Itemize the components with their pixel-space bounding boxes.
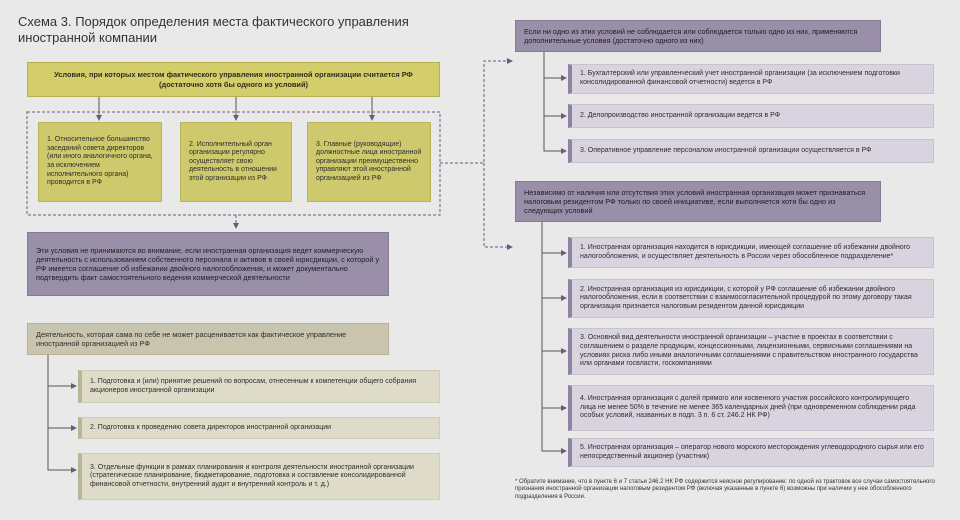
condition-box-3: 3. Главные (руководящие) должностные лиц…: [307, 122, 431, 202]
additional-item-1: 1. Бухгалтерский или управленческий учет…: [568, 64, 934, 94]
condition-text-1: 1. Относительное большинство заседаний с…: [47, 136, 153, 187]
initiative-header-box: Независимо от наличия или отсутствия эти…: [515, 181, 881, 222]
initiative-item-text-5: 5. Иностранная организация – оператор но…: [580, 443, 924, 460]
additional-header-box: Если ни одно из этих условий не соблюдае…: [515, 20, 881, 52]
diagram-title: Схема 3. Порядок определения места факти…: [18, 14, 409, 45]
condition-text-2: 2. Исполнительный орган организации регу…: [189, 140, 277, 182]
additional-item-2: 2. Делопроизводство иностранной организа…: [568, 104, 934, 128]
additional-item-text-1: 1. Бухгалтерский или управленческий учет…: [580, 70, 900, 86]
exception-text: Эти условия не принимаются во внимание, …: [36, 245, 380, 283]
initiative-item-4: 4. Иностранная организация с долей прямо…: [568, 385, 934, 431]
condition-box-2: 2. Исполнительный орган организации регу…: [180, 122, 292, 202]
initiative-header-text: Независимо от наличия или отсутствия эти…: [524, 187, 866, 216]
activity-item-text-1: 1. Подготовка и (или) принятие решений п…: [90, 377, 417, 394]
initiative-item-text-1: 1. Иностранная организация находится в ю…: [580, 243, 910, 260]
main-condition-text: Условия, при которых местом фактического…: [54, 70, 413, 89]
condition-box-1: 1. Относительное большинство заседаний с…: [38, 122, 162, 202]
activity-item-text-2: 2. Подготовка к проведению совета директ…: [90, 423, 332, 431]
initiative-item-text-2: 2. Иностранная организация из юрисдикции…: [580, 285, 912, 310]
condition-text-3: 3. Главные (руководящие) должностные лиц…: [316, 140, 422, 182]
main-condition-box: Условия, при которых местом фактического…: [27, 62, 440, 97]
activity-header-text: Деятельность, которая сама по себе не мо…: [36, 329, 347, 348]
footnote: * Обратите внимание, что в пункте 6 и 7 …: [515, 479, 935, 500]
initiative-item-2: 2. Иностранная организация из юрисдикции…: [568, 279, 934, 318]
exception-box: Эти условия не принимаются во внимание, …: [27, 232, 389, 296]
activity-item-1: 1. Подготовка и (или) принятие решений п…: [78, 370, 440, 403]
initiative-item-5: 5. Иностранная организация – оператор но…: [568, 438, 934, 467]
activity-item-2: 2. Подготовка к проведению совета директ…: [78, 417, 440, 439]
initiative-item-text-3: 3. Основной вид деятельности иностранной…: [580, 334, 918, 368]
initiative-item-1: 1. Иностранная организация находится в ю…: [568, 237, 934, 268]
activity-item-text-3: 3. Отдельные функции в рамках планирован…: [90, 463, 414, 488]
additional-item-3: 3. Оперативное управление персоналом ино…: [568, 139, 934, 163]
activity-header-box: Деятельность, которая сама по себе не мо…: [27, 323, 389, 355]
initiative-item-3: 3. Основной вид деятельности иностранной…: [568, 328, 934, 375]
activity-item-3: 3. Отдельные функции в рамках планирован…: [78, 453, 440, 500]
additional-header-text: Если ни одно из этих условий не соблюдае…: [524, 26, 858, 45]
initiative-item-text-4: 4. Иностранная организация с долей прямо…: [580, 395, 916, 420]
additional-item-text-2: 2. Делопроизводство иностранной организа…: [580, 111, 781, 119]
additional-item-text-3: 3. Оперативное управление персоналом ино…: [580, 146, 872, 154]
